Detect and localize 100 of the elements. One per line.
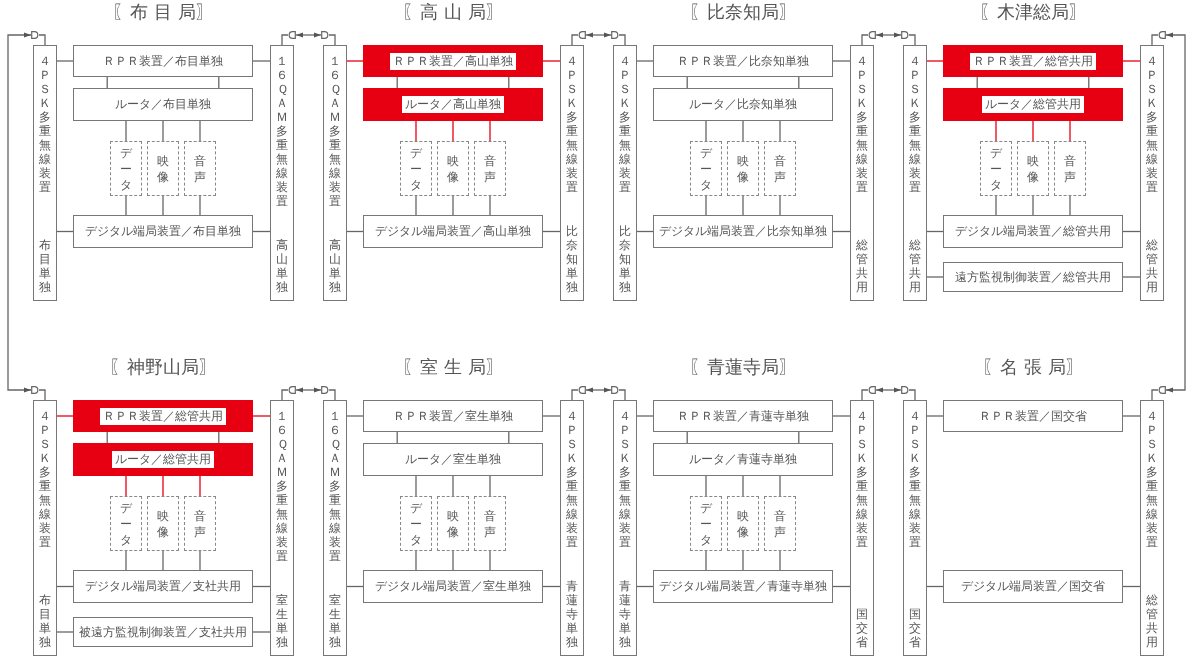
connector-line	[38, 34, 46, 46]
device-box	[73, 400, 253, 432]
connector-line	[415, 120, 417, 142]
connector-line	[995, 195, 997, 216]
signal-box	[1054, 141, 1086, 196]
connector-line	[252, 60, 271, 62]
antenna-icon	[288, 386, 296, 394]
connector-line	[1122, 276, 1141, 278]
device-label: ＲＰＲ装置／総管共用	[970, 52, 1096, 70]
radio-label: １６ＱＡＭ多重無線装置	[329, 409, 341, 563]
signal-label: データ	[700, 499, 712, 548]
connector-line	[328, 34, 336, 46]
signal-label: 音声	[484, 507, 496, 540]
arrow	[585, 387, 612, 393]
radio-unit-box	[850, 45, 874, 301]
device-label: デジタル端局装置／室生単独	[375, 578, 531, 595]
radio-label: 布目単独	[39, 593, 51, 649]
device-label: ＲＰＲ装置／室生単独	[393, 407, 513, 425]
arrow	[585, 32, 612, 38]
connector-line	[56, 415, 74, 417]
device-label: ルータ／総管共用	[982, 96, 1084, 113]
radio-label: １６ＱＡＭ多重無線装置	[276, 54, 288, 208]
radio-label: ４ＰＳＫ多重無線装置	[566, 409, 578, 549]
radio-unit-box	[560, 400, 584, 656]
device-label: ＲＰＲ装置／布目単独	[103, 52, 223, 70]
radio-label: ４ＰＳＫ多重無線装置	[566, 54, 578, 194]
connector-line	[489, 195, 491, 216]
connector-line	[542, 60, 561, 62]
signal-label: 映像	[737, 152, 749, 185]
signal-label: 音声	[1064, 152, 1076, 185]
connector-line	[571, 34, 579, 46]
connector-line	[162, 475, 164, 497]
arrow	[875, 32, 902, 38]
antenna-icon	[901, 31, 909, 39]
device-box	[363, 570, 543, 603]
radio-unit-box	[850, 400, 874, 656]
signal-label: データ	[120, 499, 132, 548]
station-title: 〖高 山 局〗	[402, 0, 504, 24]
station-title: 〖室 生 局〗	[402, 355, 504, 379]
connector-line	[199, 120, 201, 142]
connector-line	[618, 34, 626, 46]
device-box	[943, 400, 1123, 432]
device-label: ルータ／布目単独	[115, 96, 211, 113]
radio-label: １６ＱＡＭ多重無線装置	[329, 54, 341, 208]
antenna-icon	[321, 386, 329, 394]
device-label: ルータ／青蓮寺単独	[689, 451, 797, 468]
device-box	[943, 215, 1123, 248]
connector-line	[742, 475, 744, 497]
connector-line	[346, 415, 364, 417]
radio-label: ４ＰＳＫ多重無線装置	[1146, 409, 1158, 549]
connector-line	[779, 475, 781, 497]
connector-line	[452, 550, 454, 571]
radio-label: 青蓮寺単独	[619, 579, 631, 649]
signal-box	[110, 141, 142, 196]
signal-box	[437, 496, 469, 551]
connector-line	[199, 475, 201, 497]
signal-box	[690, 141, 722, 196]
antenna-icon	[321, 31, 329, 39]
antenna-icon	[31, 386, 39, 394]
radio-label: ４ＰＳＫ多重無線装置	[909, 409, 921, 549]
radio-label: 比奈知単独	[619, 224, 631, 294]
radio-label: ４ＰＳＫ多重無線装置	[619, 409, 631, 549]
radio-label: ４ＰＳＫ多重無線装置	[619, 54, 631, 194]
connector-line	[252, 631, 271, 633]
device-box	[943, 88, 1123, 121]
device-label: ルータ／高山単独	[402, 96, 504, 113]
connector-line	[636, 415, 654, 417]
device-label: ＲＰＲ装置／国交省	[979, 407, 1087, 425]
radio-label: 室生単独	[276, 593, 288, 649]
signal-box	[437, 141, 469, 196]
connector-line	[346, 60, 364, 62]
connector-line	[779, 550, 781, 571]
device-label: 遠方監視制御装置／総管共用	[955, 268, 1111, 286]
device-box	[363, 88, 543, 121]
signal-box	[980, 141, 1012, 196]
antenna-icon	[611, 31, 619, 39]
signal-label: 音声	[194, 507, 206, 540]
radio-label: 総管共用	[1146, 593, 1158, 649]
connector-line	[281, 34, 289, 46]
connector-line	[125, 195, 127, 216]
device-box	[73, 88, 253, 121]
arrow	[1165, 32, 1186, 393]
connector-line	[542, 415, 561, 417]
connector-line	[281, 389, 289, 401]
device-box	[73, 443, 253, 476]
device-label: デジタル端局装置／支社共用	[85, 578, 241, 595]
signal-label: データ	[410, 499, 422, 548]
connector-line	[742, 120, 744, 142]
connector-line	[618, 389, 626, 401]
device-box	[73, 45, 253, 77]
connector-line	[571, 389, 579, 401]
connector-line	[1151, 34, 1159, 46]
radio-unit-box	[323, 400, 347, 656]
connector-line	[1032, 195, 1034, 216]
antenna-icon	[1158, 31, 1166, 39]
device-box	[73, 617, 253, 647]
radio-label: ４ＰＳＫ多重無線装置	[909, 54, 921, 194]
device-box	[943, 45, 1123, 77]
signal-box	[690, 496, 722, 551]
connector-line	[125, 120, 127, 142]
